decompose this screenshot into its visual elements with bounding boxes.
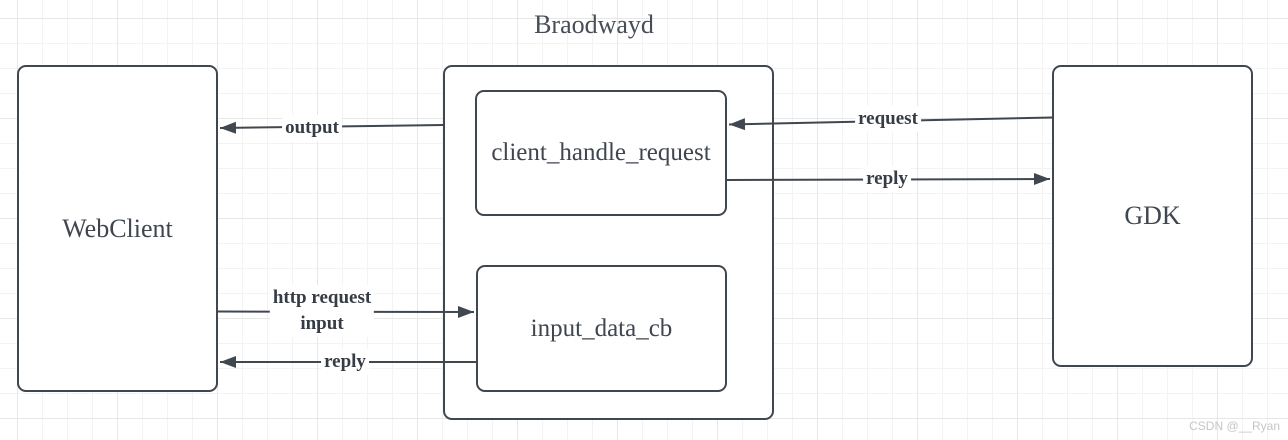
node-input-data-cb: input_data_cb — [476, 265, 727, 392]
edge-http-request-input-label-line2: input — [300, 313, 344, 334]
edge-reply-bottom-label: reply — [321, 349, 369, 375]
edge-request-label: request — [855, 106, 921, 132]
node-client-handle-request: client_handle_request — [475, 90, 727, 216]
edge-output-label: output — [282, 115, 342, 141]
node-gdk-label: GDK — [1124, 201, 1181, 230]
node-gdk: GDK — [1052, 65, 1253, 367]
edge-http-request-input-label-line1: http request — [272, 287, 372, 308]
node-webclient: WebClient — [17, 65, 218, 392]
node-webclient-label: WebClient — [62, 213, 173, 243]
node-input-data-cb-label: input_data_cb — [530, 314, 673, 342]
watermark: CSDN @__Ryan — [1189, 419, 1280, 433]
edge-reply-top-label: reply — [863, 166, 911, 192]
node-client-handle-request-label: client_handle_request — [491, 139, 711, 166]
diagram-title: Braodwayd — [534, 10, 654, 39]
edge-http-request-input-label: http request input — [269, 285, 375, 337]
